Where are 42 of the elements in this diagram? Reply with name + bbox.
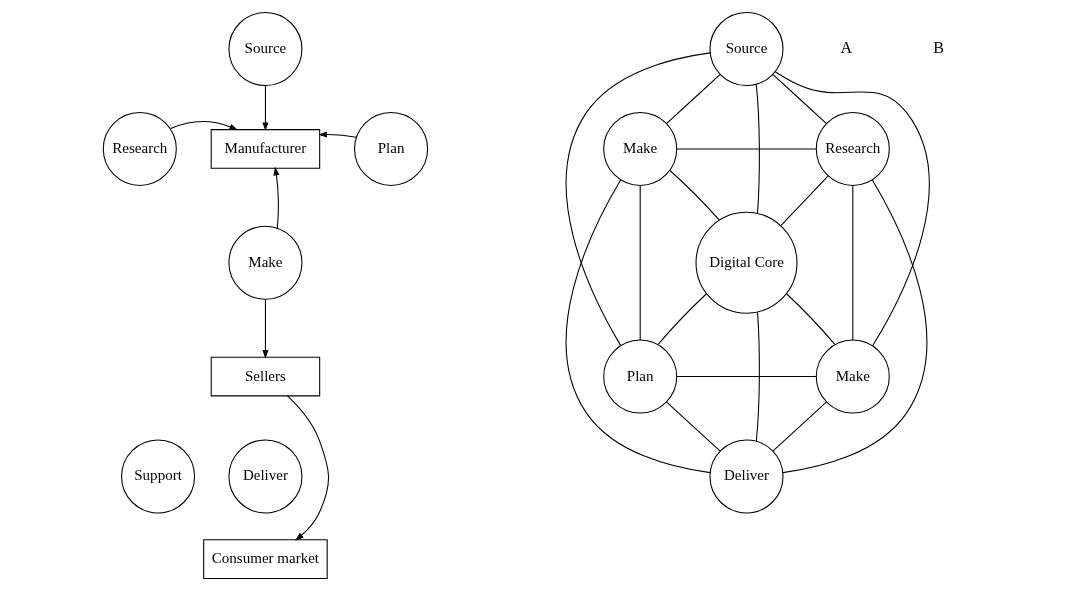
node-circle: Deliver xyxy=(709,439,784,514)
arrow xyxy=(273,166,280,229)
connector xyxy=(666,74,721,124)
node-box: Manufacturer xyxy=(210,129,321,169)
connector xyxy=(772,401,827,452)
node-circle: Source xyxy=(709,12,784,87)
node-circle: Research xyxy=(102,111,177,186)
node-circle: Make xyxy=(228,225,303,300)
node-circle: Source xyxy=(228,12,303,87)
connector xyxy=(755,311,760,442)
connector xyxy=(774,71,930,347)
connector xyxy=(755,84,760,214)
connector xyxy=(786,293,836,345)
node-circle: Deliver xyxy=(228,439,303,514)
connector xyxy=(676,148,817,150)
node-box: Sellers xyxy=(210,356,321,397)
node-circle: Plan xyxy=(603,339,678,414)
connector xyxy=(782,179,928,474)
connector xyxy=(565,179,711,474)
arrow xyxy=(170,121,239,131)
label: B xyxy=(933,38,945,56)
arrow xyxy=(262,298,269,359)
connector xyxy=(657,293,707,345)
node-circle: Make xyxy=(815,339,890,414)
node-box: Consumer market xyxy=(203,539,328,579)
connector xyxy=(666,401,721,452)
node-circle: Support xyxy=(121,439,196,514)
arrow xyxy=(287,395,330,541)
node-circle: Plan xyxy=(354,111,429,186)
connector xyxy=(780,175,829,226)
connector xyxy=(772,74,827,124)
connector xyxy=(639,185,641,341)
connector xyxy=(676,376,817,378)
arrow xyxy=(318,131,357,138)
node-circle: Research xyxy=(815,111,890,186)
connector xyxy=(669,169,720,221)
node-circle: Make xyxy=(603,111,678,186)
connector xyxy=(565,52,711,346)
connector xyxy=(852,185,854,341)
label: A xyxy=(840,38,853,56)
node-circle: Digital Core xyxy=(695,211,798,314)
arrow xyxy=(262,85,269,132)
